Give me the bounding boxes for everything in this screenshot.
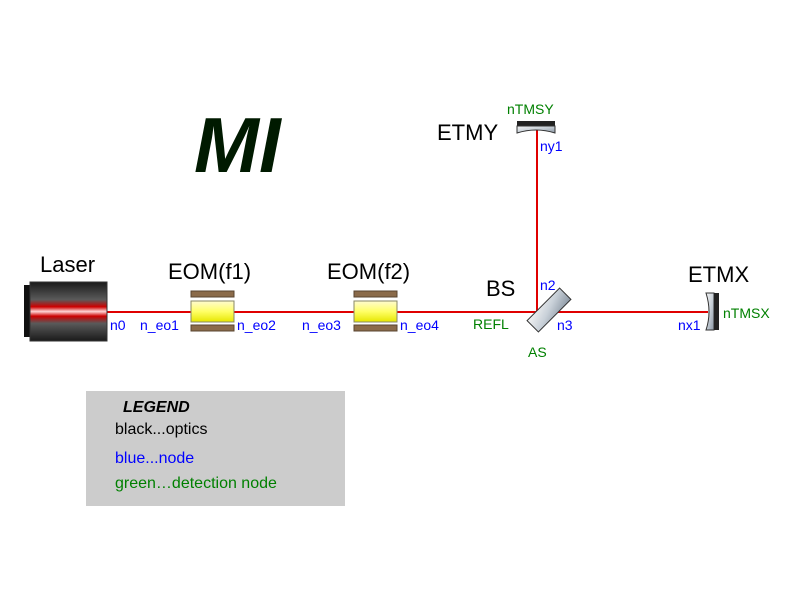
legend-green-entry: green…detection node <box>115 475 277 492</box>
detector-ntmsy: nTMSY <box>507 101 554 117</box>
laser <box>24 281 108 342</box>
node-n3: n3 <box>557 317 573 333</box>
eom-f1 <box>190 290 235 332</box>
etmx-mirror <box>705 292 719 331</box>
legend: LEGEND black...optics blue...node green…… <box>86 391 345 506</box>
etmx-label: ETMX <box>688 262 749 287</box>
etmy-label: ETMY <box>437 120 498 145</box>
node-n0: n0 <box>110 317 126 333</box>
eom1-label: EOM(f1) <box>168 259 251 284</box>
node-n-eo2: n_eo2 <box>237 317 276 333</box>
node-n-eo4: n_eo4 <box>400 317 439 333</box>
eom2-label: EOM(f2) <box>327 259 410 284</box>
etmy-mirror <box>516 121 556 134</box>
detector-ntmsx: nTMSX <box>723 305 770 321</box>
legend-black-entry: black...optics <box>115 421 207 438</box>
legend-title: LEGEND <box>123 399 190 416</box>
node-nx1: nx1 <box>678 317 701 333</box>
bs-label: BS <box>486 276 515 301</box>
beam-splitter <box>526 287 572 333</box>
detector-as: AS <box>528 344 547 360</box>
laser-label: Laser <box>40 252 95 277</box>
detector-refl: REFL <box>473 316 509 332</box>
legend-blue-entry: blue...node <box>115 450 194 467</box>
node-n-eo1: n_eo1 <box>140 317 179 333</box>
node-n2: n2 <box>540 277 556 293</box>
diagram-title: MI <box>194 101 282 189</box>
eom-f2 <box>353 290 398 332</box>
node-n-eo3: n_eo3 <box>302 317 341 333</box>
node-ny1: ny1 <box>540 138 563 154</box>
